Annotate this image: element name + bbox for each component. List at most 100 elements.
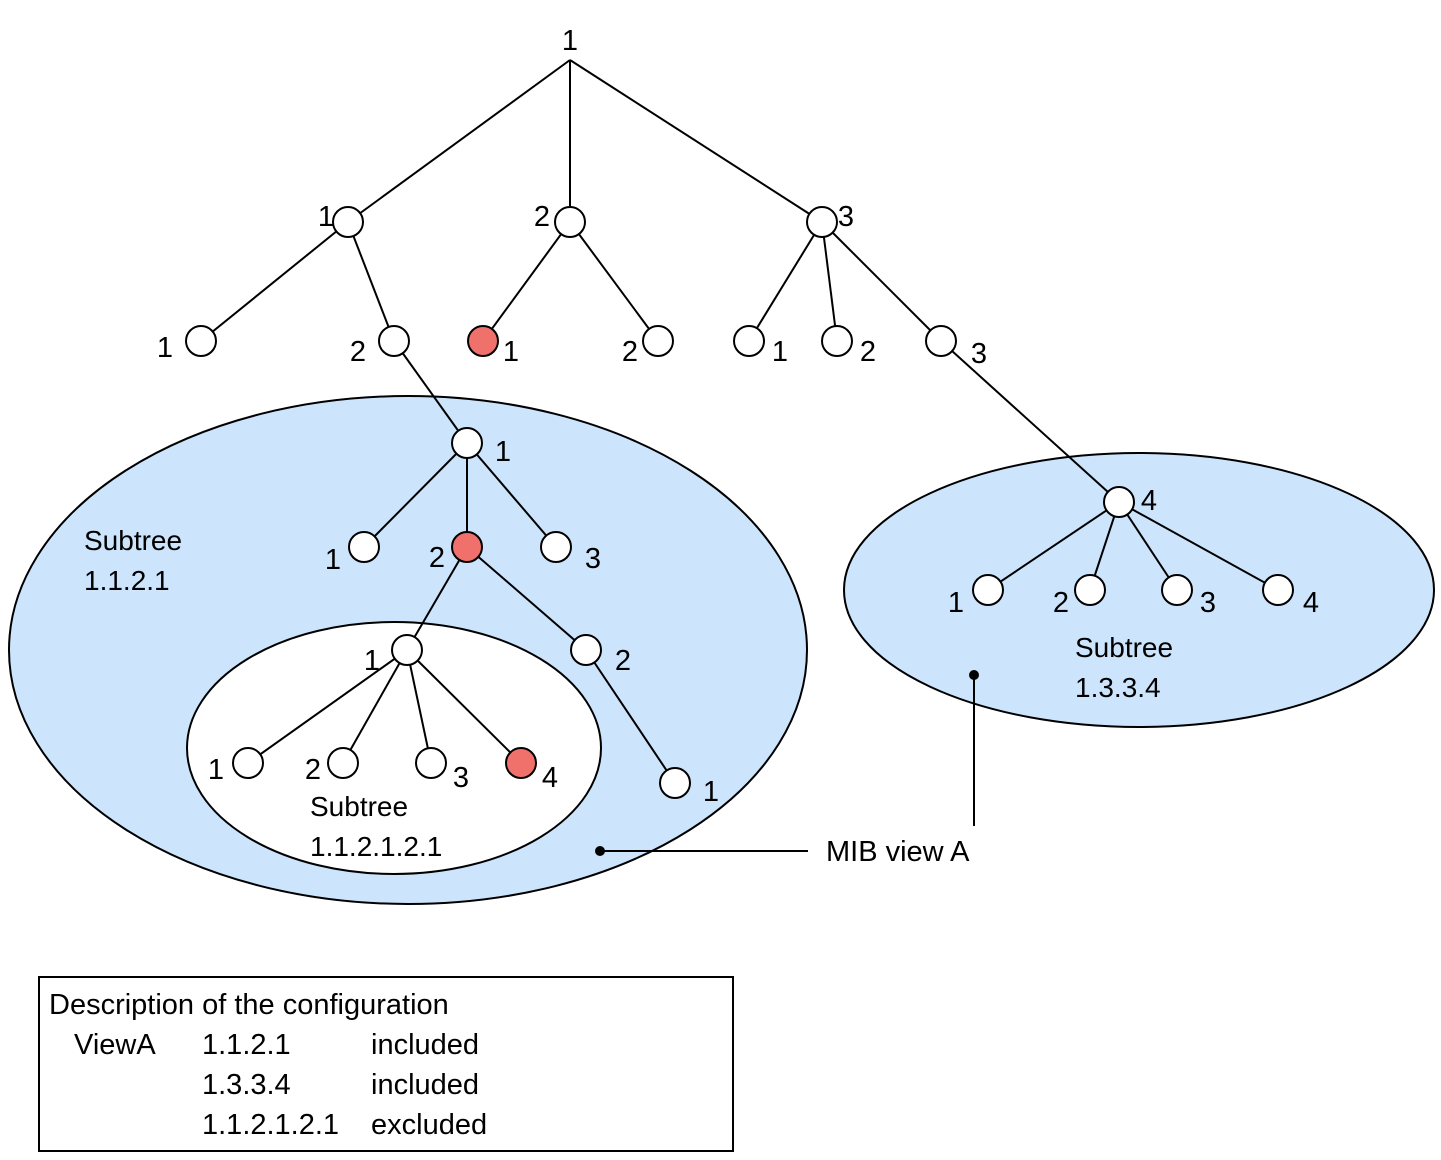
- tree-node: [972, 574, 1004, 606]
- tree-node: [1262, 574, 1294, 606]
- tree-edge: [1118, 501, 1178, 591]
- tree-node: [451, 427, 483, 459]
- tree-edge: [247, 649, 408, 764]
- tree-node-label: 4: [1303, 587, 1319, 619]
- tree-node-highlighted: [451, 531, 483, 563]
- tree-node-label: 1: [772, 336, 788, 368]
- tree-node-label: 2: [860, 336, 876, 368]
- subtree-regions: [8, 395, 1435, 905]
- tree-node-label: 3: [585, 543, 601, 575]
- tree-node: [733, 325, 765, 357]
- tree-node: [806, 206, 838, 238]
- mib-view-label: MIB view A: [826, 836, 970, 868]
- tree-edge: [347, 221, 395, 342]
- tree-node-label: 3: [838, 201, 854, 233]
- tree-node-label: 1: [495, 436, 511, 468]
- tree-node-label: 3: [971, 338, 987, 370]
- tree-edge: [940, 340, 1120, 503]
- tree-node: [1103, 486, 1135, 518]
- tree-edge: [466, 546, 587, 651]
- tree-node: [570, 634, 602, 666]
- configuration-description-box: Description of the configuration ViewA 1…: [38, 976, 734, 1152]
- subtree-region-1-1-2-1-2-1: [186, 621, 602, 875]
- subtree-label-oid: 1.1.2.1.2.1: [310, 831, 442, 862]
- callout-dot: [969, 670, 979, 680]
- tree-nodes: [185, 206, 1294, 799]
- tree-edge: [585, 649, 676, 784]
- tree-node: [540, 531, 572, 563]
- config-oid: 1.1.2.1.2.1: [202, 1109, 340, 1141]
- config-view-name: ViewA: [74, 1029, 156, 1061]
- tree-node: [642, 325, 674, 357]
- tree-edge: [821, 221, 838, 342]
- tree-edge: [363, 442, 468, 548]
- config-oid: 1.1.2.1: [202, 1029, 291, 1061]
- tree-node: [1074, 574, 1106, 606]
- subtree-label-oid: 1.3.3.4: [1075, 672, 1161, 703]
- tree-node-label: 1: [562, 25, 578, 57]
- tree-edge: [569, 59, 823, 223]
- tree-edge: [466, 442, 557, 548]
- tree-edge: [406, 649, 522, 764]
- tree-node: [348, 531, 380, 563]
- tree-edge: [987, 501, 1120, 591]
- tree-node: [925, 325, 957, 357]
- tree-node-label: 3: [1200, 587, 1216, 619]
- tree-node: [415, 747, 447, 779]
- configuration-title: Description of the configuration: [49, 989, 449, 1021]
- tree-edges: [200, 59, 1279, 784]
- tree-node-label: 3: [453, 762, 469, 794]
- mib-view-callout: MIB view A: [595, 670, 979, 868]
- tree-node-label: 2: [615, 645, 631, 677]
- tree-node-highlighted: [505, 747, 537, 779]
- tree-node-label: 2: [350, 336, 366, 368]
- tree-node-label: 2: [534, 201, 550, 233]
- config-status: included: [371, 1069, 480, 1101]
- tree-edge: [406, 546, 468, 651]
- config-status: excluded: [371, 1109, 488, 1141]
- tree-edge: [1118, 501, 1279, 591]
- config-oid: 1.3.3.4: [202, 1069, 291, 1101]
- tree-edge: [200, 221, 349, 342]
- tree-node-label: 1: [703, 776, 719, 808]
- tree-node: [185, 325, 217, 357]
- tree-node: [232, 747, 264, 779]
- tree-node-label: 2: [622, 336, 638, 368]
- tree-node: [332, 206, 364, 238]
- tree-node-label: 2: [1053, 587, 1069, 619]
- tree-edge: [342, 649, 408, 764]
- tree-edge: [748, 221, 823, 342]
- mib-tree-diagram: Subtree 1.1.2.1 Subtree 1.1.2.1.2.1 Subt…: [8, 25, 1435, 905]
- tree-node: [1161, 574, 1193, 606]
- tree-node-highlighted: [467, 325, 499, 357]
- tree-node-label: 1: [503, 336, 519, 368]
- tree-node-label: 1: [208, 754, 224, 786]
- tree-node: [659, 767, 691, 799]
- tree-node-label: 2: [305, 754, 321, 786]
- subtree-label-title: Subtree: [1075, 632, 1173, 663]
- subtree-region-1-3-3-4: [843, 452, 1435, 728]
- tree-node-label: 1: [157, 332, 173, 364]
- callout-dot: [595, 846, 605, 856]
- subtree-label-title: Subtree: [84, 525, 182, 556]
- tree-node-label: 4: [1141, 485, 1157, 517]
- tree-edge: [821, 221, 942, 342]
- subtree-label-oid: 1.1.2.1: [84, 565, 170, 596]
- tree-node: [391, 634, 423, 666]
- tree-node-label: 1: [325, 544, 341, 576]
- tree-edge: [393, 340, 468, 444]
- tree-node-label: 1: [364, 645, 380, 677]
- tree-node-label: 1: [318, 201, 334, 233]
- tree-node-label: 4: [542, 762, 558, 794]
- tree-node: [554, 206, 586, 238]
- tree-edge: [406, 649, 432, 764]
- config-status: included: [371, 1029, 480, 1061]
- subtree-label-title: Subtree: [310, 791, 408, 822]
- tree-node: [378, 325, 410, 357]
- tree-edge: [347, 59, 571, 223]
- tree-edge: [569, 221, 659, 342]
- tree-node: [821, 325, 853, 357]
- tree-node-label: 1: [948, 587, 964, 619]
- tree-node: [327, 747, 359, 779]
